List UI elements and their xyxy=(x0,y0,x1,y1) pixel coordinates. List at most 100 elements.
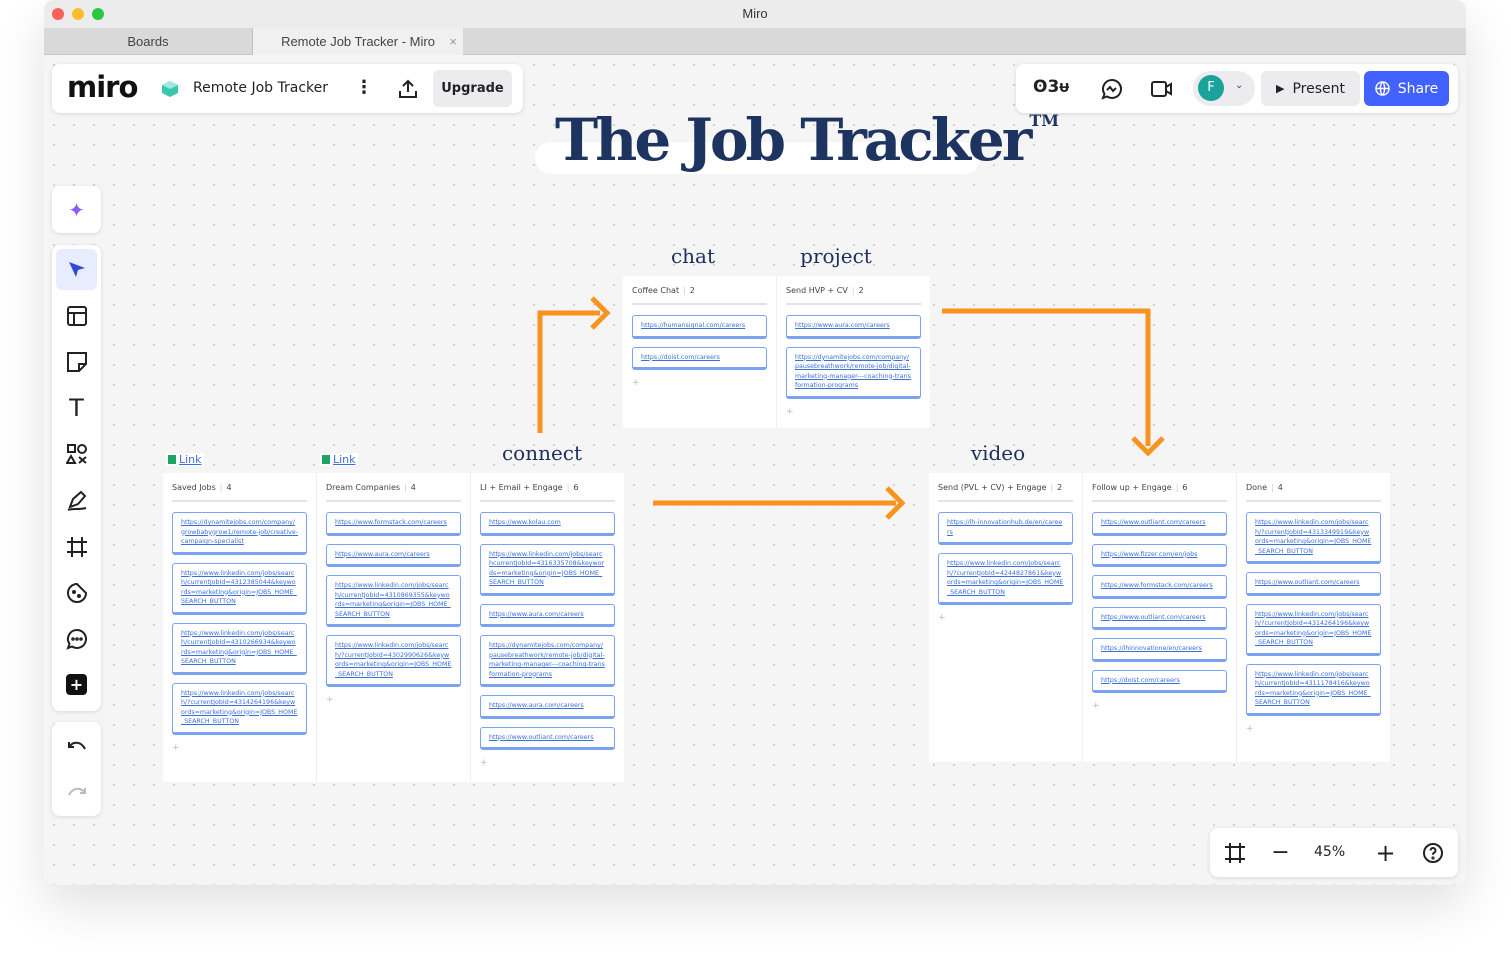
link-card[interactable]: https://lhinnovatione/en/careers xyxy=(1092,638,1227,662)
add-card-button[interactable]: + xyxy=(480,758,488,768)
zoom-in-button[interactable]: + xyxy=(1375,838,1396,867)
link-card[interactable]: https://www.linkedin.com/jobs/search/?cu… xyxy=(172,682,307,735)
zoom-level: 45% xyxy=(1314,844,1346,860)
add-card-button[interactable]: + xyxy=(326,695,334,705)
arrowhead-icon xyxy=(1131,436,1165,457)
link-card[interactable]: https://www.linkedin.com/jobs/search/cur… xyxy=(1246,663,1381,716)
board-title: The Job TrackerTM xyxy=(555,106,1059,174)
column-header[interactable]: Saved Jobs|4 xyxy=(172,483,307,502)
add-card-button[interactable]: + xyxy=(1092,701,1100,711)
pen-icon[interactable] xyxy=(64,487,89,512)
link-card[interactable]: https://www.linkedin.com/jobs/search/?cu… xyxy=(938,553,1073,605)
upgrade-button[interactable]: Upgrade xyxy=(433,70,512,107)
video-call-icon[interactable] xyxy=(1150,77,1174,101)
shapes-icon[interactable] xyxy=(64,441,89,466)
zoom-out-button[interactable]: − xyxy=(1271,840,1290,865)
add-more-icon[interactable]: + xyxy=(66,674,87,695)
present-button[interactable]: ▶Present xyxy=(1261,71,1360,106)
stickers-icon[interactable] xyxy=(64,580,89,605)
more-options-icon[interactable]: ⋮ xyxy=(355,77,373,98)
select-tool-icon[interactable] xyxy=(56,249,97,290)
link-card[interactable]: https://www.outliant.com/careers xyxy=(480,726,615,750)
link-card[interactable]: https://dynamitejobs.com/company/growbab… xyxy=(172,512,307,555)
column-header[interactable]: LI + Email + Engage|6 xyxy=(480,483,615,502)
comment-icon[interactable] xyxy=(64,626,89,651)
tab-close-icon[interactable]: × xyxy=(449,34,457,49)
comments-icon[interactable] xyxy=(1100,77,1124,101)
tab-boards[interactable]: Boards xyxy=(44,28,253,55)
link-chip[interactable]: Link xyxy=(320,453,358,466)
link-card[interactable]: https://www.aura.com/careers xyxy=(480,695,615,719)
redo-icon[interactable] xyxy=(64,779,89,804)
share-button[interactable]: Share xyxy=(1364,71,1449,106)
link-card[interactable]: https://www.outliant.com/careers xyxy=(1092,606,1227,630)
link-label: Link xyxy=(179,453,202,466)
link-chip[interactable]: Link xyxy=(166,453,204,466)
link-card[interactable]: https://doist.com/careers xyxy=(632,346,767,370)
fit-to-screen-icon[interactable] xyxy=(1222,840,1247,865)
board-name[interactable]: Remote Job Tracker xyxy=(193,80,329,96)
link-card[interactable]: https://www.fizzer.com/en/jobs xyxy=(1092,543,1227,567)
frame-icon[interactable] xyxy=(64,534,89,559)
column-header[interactable]: Follow up + Engage|6 xyxy=(1092,483,1227,502)
column-header[interactable]: Done|4 xyxy=(1246,483,1381,502)
close-window-button[interactable] xyxy=(52,8,64,20)
collaborators-dropdown[interactable]: F ⌄ xyxy=(1193,71,1255,106)
link-card[interactable]: https://www.linkedin.com/jobs/search/?cu… xyxy=(1246,603,1381,656)
link-card[interactable]: https://www.linkedin.com/jobs/searchcurr… xyxy=(480,543,615,596)
maximize-window-button[interactable] xyxy=(92,8,104,20)
divider: | xyxy=(683,286,686,295)
templates-icon[interactable] xyxy=(64,303,89,328)
text-tool-icon[interactable]: T xyxy=(69,393,84,422)
kanban-board-chat-project: Coffee Chat|2 https://humansignal.com/car… xyxy=(623,276,930,428)
column-header[interactable]: Coffee Chat|2 xyxy=(632,286,767,305)
link-card[interactable]: https://www.linkedin.com/jobs/search/cur… xyxy=(326,575,461,627)
arrow-connect-to-chat xyxy=(537,310,600,433)
link-label: Link xyxy=(333,453,356,466)
link-card[interactable]: https://www.aura.com/careers xyxy=(480,603,615,627)
miro-logo[interactable]: miro xyxy=(67,70,138,104)
link-card[interactable]: https://www.linkedin.com/jobs/search/cur… xyxy=(172,622,307,675)
link-card[interactable]: https://www.linkedin.com/jobs/search/?cu… xyxy=(1246,512,1381,564)
add-card-button[interactable]: + xyxy=(938,613,946,623)
column-header[interactable]: Send HVP + CV|2 xyxy=(786,286,921,305)
link-card[interactable]: https://doist.com/careers xyxy=(1092,669,1227,693)
add-card-button[interactable]: + xyxy=(1246,723,1254,734)
tab-label: Remote Job Tracker - Miro xyxy=(281,34,435,49)
label-connect: connect xyxy=(501,441,583,465)
help-icon[interactable] xyxy=(1420,840,1445,865)
tab-remote-job-tracker[interactable]: Remote Job Tracker - Miro × xyxy=(253,28,463,55)
link-card[interactable]: https://www.outliant.com/careers xyxy=(1246,572,1381,596)
link-card[interactable]: https://www.aura.com/careers xyxy=(326,543,461,567)
link-card[interactable]: https://www.formstack.com/careers xyxy=(326,512,461,536)
column-name: Send HVP + CV xyxy=(786,286,848,295)
link-card[interactable]: https://www.formstack.com/careers xyxy=(1092,575,1227,599)
link-card[interactable]: https://www.aura.com/careers xyxy=(786,315,921,339)
reactions-icon[interactable]: ʘ3ᵾ xyxy=(1033,77,1070,97)
kanban-board-connect: Saved Jobs|4 https://dynamitejobs.com/com… xyxy=(163,473,624,782)
column-header[interactable]: Dream Companies|4 xyxy=(326,483,461,502)
sparkle-icon[interactable]: ✦ xyxy=(68,197,85,222)
link-card[interactable]: https://www.linkedin.com/jobs/search/?cu… xyxy=(326,635,461,687)
column-name: Done xyxy=(1246,483,1268,492)
export-icon[interactable] xyxy=(396,78,420,100)
kanban-column: Done|4 https://www.linkedin.com/jobs/sear… xyxy=(1237,473,1390,762)
minimize-window-button[interactable] xyxy=(72,8,84,20)
add-card-button[interactable]: + xyxy=(632,378,640,388)
undo-icon[interactable] xyxy=(64,733,89,758)
spreadsheet-icon xyxy=(322,455,330,464)
link-card[interactable]: https://www.outliant.com/careers xyxy=(1092,512,1227,536)
link-card[interactable]: https://lh-innovationhub.de/en/careers xyxy=(938,512,1073,545)
add-card-button[interactable]: + xyxy=(786,406,794,417)
sticky-note-icon[interactable] xyxy=(64,349,89,374)
tools-panel: T + xyxy=(52,245,101,711)
kanban-column: Dream Companies|4 https://www.formstack.c… xyxy=(317,473,470,782)
add-card-button[interactable]: + xyxy=(172,742,180,753)
link-card[interactable]: https://humansignal.com/careers xyxy=(632,315,767,339)
link-card[interactable]: https://dynamitejobs.com/company/pausebr… xyxy=(786,346,921,399)
column-header[interactable]: Send (PVL + CV) + Engage|2 xyxy=(938,483,1073,502)
link-card[interactable]: https://dynamitejobs.com/company/pausebr… xyxy=(480,635,615,687)
link-card[interactable]: https://www.linkedin.com/jobs/search/cur… xyxy=(172,562,307,615)
divider: | xyxy=(1175,483,1179,492)
link-card[interactable]: https://www.kolau.com xyxy=(480,512,615,536)
